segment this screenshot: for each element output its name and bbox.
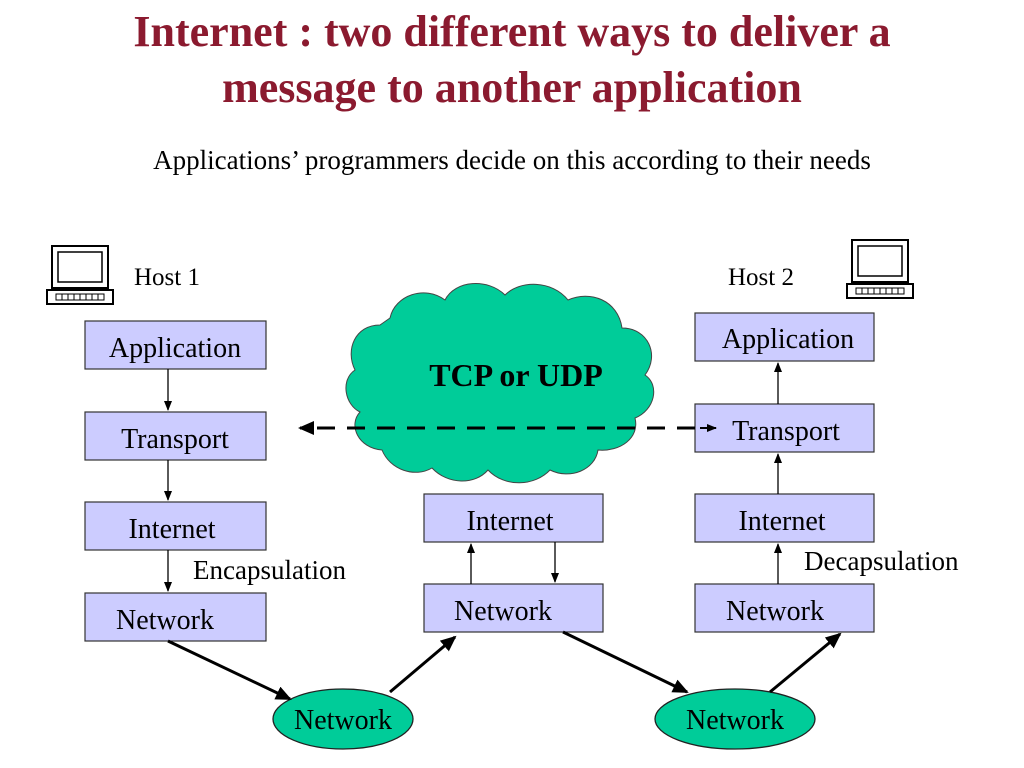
network-ellipse-right-label: Network (686, 705, 784, 736)
network-ellipse-left (272, 688, 414, 750)
host-2-network-box (694, 583, 875, 633)
link-arrow (769, 632, 842, 694)
network-ellipse-right (654, 688, 816, 750)
host-2-application-box (694, 312, 875, 362)
host-1-label: Host 1 (134, 264, 200, 291)
link-arrow (167, 639, 292, 701)
decapsulation-label: Decapsulation (804, 546, 959, 576)
host-1-internet-box (84, 501, 267, 551)
host-2-internet-box (694, 493, 875, 543)
router-network-box (423, 583, 604, 633)
host-1-transport-box (84, 411, 267, 461)
cloud-label: TCP or UDP (429, 357, 603, 393)
host-1-network-label: Network (116, 605, 214, 636)
host-1-transport-label: Transport (121, 424, 229, 455)
computer-icon (46, 245, 114, 305)
router-internet-label: Internet (466, 506, 553, 537)
host-2-internet-label: Internet (738, 506, 825, 537)
host-1-internet-label: Internet (128, 514, 215, 545)
host-1-network-box (84, 592, 267, 642)
host-1-application-box (84, 320, 267, 370)
router-internet-box (423, 493, 604, 543)
host-1-application-label: Application (109, 333, 241, 364)
host-2-application-label: Application (722, 324, 854, 355)
tcp-udp-cloud: TCP or UDP (345, 283, 655, 484)
host-2-network-label: Network (726, 596, 824, 627)
title-line-1: Internet : two different ways to deliver… (133, 7, 891, 56)
computer-icon (846, 239, 914, 299)
router-network-label: Network (454, 596, 552, 627)
title-line-2: message to another application (222, 63, 802, 112)
slide-title: Internet : two different ways to deliver… (0, 4, 1024, 116)
host-2-transport-box (694, 403, 875, 453)
network-ellipse-left-label: Network (294, 705, 392, 736)
encapsulation-label: Encapsulation (193, 555, 346, 585)
slide-subtitle: Applications’ programmers decide on this… (153, 145, 871, 175)
host-2-label: Host 2 (728, 264, 794, 291)
host-2-transport-label: Transport (732, 416, 840, 447)
link-arrow (389, 635, 457, 694)
link-arrow (562, 630, 689, 694)
